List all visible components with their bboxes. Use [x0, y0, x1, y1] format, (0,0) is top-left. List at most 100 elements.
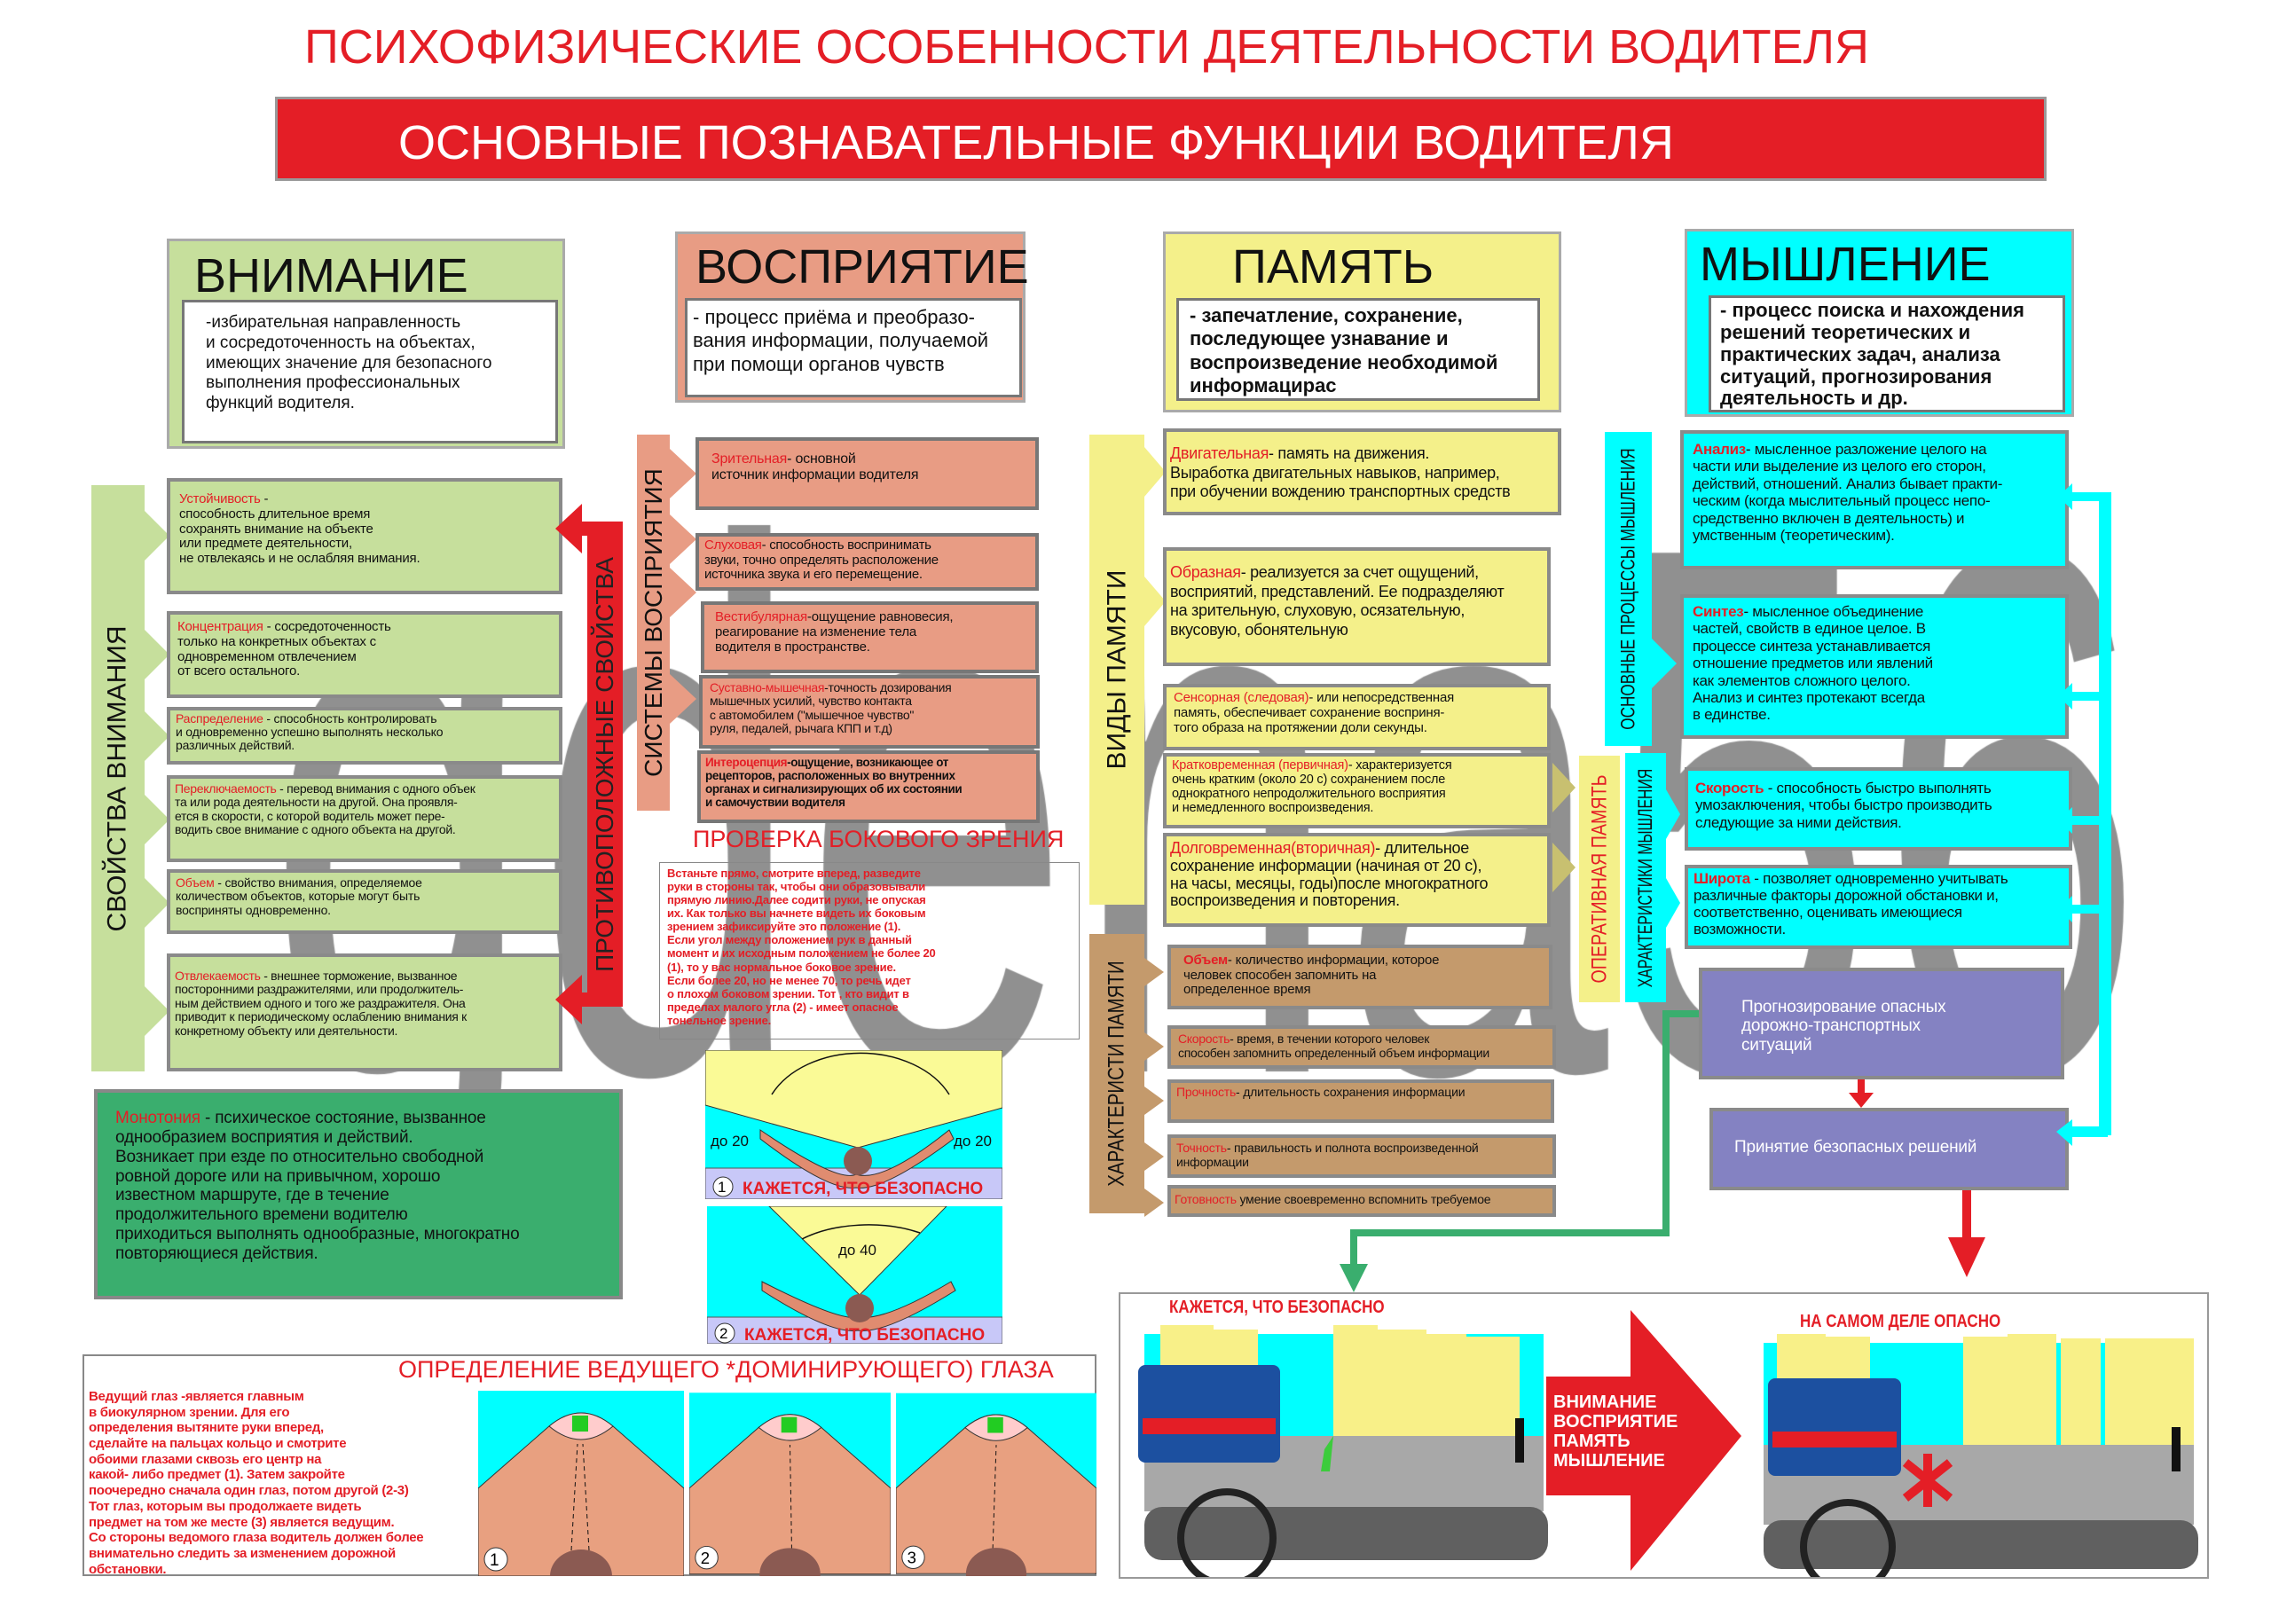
- definition: - психическое состояние, вызванное одноо…: [115, 1109, 520, 1263]
- memory-readiness: Готовность умение своевременно вспомнить…: [1167, 1185, 1556, 1217]
- angle-label-right: до 20: [954, 1133, 992, 1149]
- thinking-title: МЫШЛЕНИЕ: [1700, 238, 1991, 291]
- memory-imagery: Образная- реализуется за счет ощущений, …: [1163, 547, 1551, 666]
- arrow-icon: [670, 449, 696, 498]
- red-arrow-icon: [555, 975, 582, 1024]
- term: Концентрация: [177, 619, 263, 634]
- operative-memory-label: ОПЕРАТИВНАЯ ПАМЯТЬ: [1587, 774, 1611, 984]
- definition: умение своевременно вспомнить требуемое: [1236, 1192, 1491, 1206]
- dominant-eye-title: ОПРЕДЕЛЕНИЕ ВЕДУЩЕГО *ДОМИНИРУЮЩЕГО) ГЛА…: [398, 1356, 1054, 1383]
- image-number: 1: [490, 1551, 499, 1570]
- term: Переключаемость: [175, 781, 277, 796]
- bracket-top: [578, 522, 623, 536]
- perception-visual: Зрительная- основной источник информации…: [695, 437, 1039, 510]
- arrow-icon: [670, 514, 696, 564]
- perception-auditory: Слуховая- способность воспринимать звуки…: [695, 533, 1039, 591]
- diagram-number: 2: [719, 1325, 727, 1342]
- thinking-analysis: Анализ- мысленное разложение целого на ч…: [1680, 430, 2069, 569]
- diagram-caption: КАЖЕТСЯ, ЧТО БЕЗОПАСНО: [743, 1180, 983, 1198]
- forecast-box: Прогнозирование опасных дорожно-транспор…: [1699, 968, 2064, 1079]
- arrow-icon: [1144, 1032, 1164, 1061]
- memory-long-term: Долговременная(вторичная)- длительное со…: [1163, 833, 1551, 927]
- eye-test-image-2: 2: [689, 1393, 891, 1576]
- memory-volume: Объем- количество информации, которое че…: [1167, 945, 1552, 1009]
- poster-title: ПСИХОФИЗИЧЕСКИЕ ОСОБЕННОСТИ ДЕЯТЕЛЬНОСТИ…: [304, 20, 1870, 74]
- attention-switching: Переключаемость - перевод внимания с одн…: [167, 775, 562, 862]
- bracket-bottom: [578, 992, 623, 1007]
- opposite-properties-label: ПРОТИВОПОЛОЖНЫЕ СВОЙСТВА: [591, 556, 619, 972]
- arrow-icon: [1144, 1142, 1164, 1171]
- arrow-icon: [1144, 1087, 1164, 1115]
- term: Устойчивость: [179, 491, 261, 506]
- term: Суставно-мышечная: [710, 680, 825, 694]
- term: Готовность: [1175, 1192, 1237, 1206]
- arrow-icon: [1666, 878, 1680, 928]
- attention-properties-label: СВОЙСТВА ВНИМАНИЯ: [103, 624, 132, 932]
- scene-safe-illustration: [1138, 1325, 1548, 1588]
- image-number: 2: [701, 1549, 710, 1567]
- perception-systems-label: СИСТЕМЫ ВОСПРИЯТИЯ: [639, 468, 667, 777]
- term: Вестибулярная: [715, 609, 807, 624]
- term: Интероцепция: [705, 756, 788, 769]
- arrow-icon: [145, 986, 169, 1036]
- term: Отвлекаемость: [175, 969, 261, 983]
- term: Кратковременная (первичная): [1172, 758, 1348, 773]
- term: Слуховая: [704, 537, 762, 553]
- term: Сенсорная (следовая): [1174, 690, 1309, 705]
- arrow-icon: [145, 795, 169, 844]
- perception-header: ВОСПРИЯТИЕ - процесс приёма и преобразо-…: [675, 231, 1029, 403]
- memory-accuracy: Точность- правильность и полнота воспрои…: [1167, 1134, 1556, 1178]
- memory-types-label: ВИДЫ ПАМЯТИ: [1102, 569, 1131, 770]
- arrow-icon: [1144, 1189, 1164, 1217]
- diagram-caption: КАЖЕТСЯ, ЧТО БЕЗОПАСНО: [744, 1326, 985, 1344]
- arrow-icon: [145, 878, 169, 928]
- term: Широта: [1693, 870, 1750, 887]
- scene-danger-illustration: [1764, 1334, 2198, 1595]
- memory-header: ПАМЯТЬ - запечатление, сохранение, после…: [1163, 231, 1561, 412]
- term: Скорость: [1178, 1032, 1230, 1046]
- attention-stability: Устойчивость - способность длительное вр…: [167, 478, 562, 594]
- thinking-breadth: Широта - позволяет одновременно учитыват…: [1685, 865, 2072, 949]
- attention-concentration: Концентрация - сосредоточенность только …: [167, 611, 562, 698]
- memory-sensory: Сенсорная (следовая)- или непосредственн…: [1163, 684, 1551, 750]
- term: Анализ: [1693, 441, 1746, 458]
- red-arrow-icon: [555, 504, 582, 553]
- angle-label-left: до 20: [711, 1133, 749, 1149]
- forecast-text: Прогнозирование опасных дорожно-транспор…: [1741, 998, 1946, 1055]
- attention-header: ВНИМАНИЕ -избирательная направленность и…: [167, 239, 565, 449]
- dominant-eye-text: Ведущий глаз -является главным в биокуля…: [89, 1389, 424, 1577]
- definition: - мысленное объединение частей, свойств …: [1693, 603, 1933, 724]
- term: Объем: [1183, 953, 1228, 968]
- memory-title: ПАМЯТЬ: [1232, 240, 1434, 294]
- banner-text: ОСНОВНЫЕ ПОЗНАВАТЕЛЬНЫЕ ФУНКЦИИ ВОДИТЕЛЯ: [398, 116, 1674, 169]
- side-vision-text: Встаньте прямо, смотрите вперед, разведи…: [659, 862, 1080, 1040]
- opposite-properties-bar: ПРОТИВОПОЛОЖНЫЕ СВОЙСТВА: [587, 522, 623, 1007]
- term: Долговременная(вторичная): [1170, 839, 1376, 857]
- thinking-processes-bar: ОСНОВНЫЕ ПРОЦЕССЫ МЫШЛЕНИЯ: [1605, 432, 1652, 746]
- arrow-icon: [1552, 763, 1576, 812]
- arrow-icon: [670, 568, 696, 617]
- memory-strength: Прочность- длительность сохранения инфор…: [1167, 1079, 1554, 1123]
- image-number: 3: [908, 1549, 916, 1567]
- term: Объем: [176, 875, 215, 890]
- attention-distribution: Распределение - способность контролирова…: [167, 707, 562, 765]
- attention-distractibility: Отвлекаемость - внешнее торможение, вызв…: [167, 953, 562, 1071]
- term: Зрительная: [711, 451, 788, 467]
- arrow-icon: [1652, 639, 1677, 688]
- memory-types-bar: ВИДЫ ПАМЯТИ: [1089, 435, 1144, 905]
- arrow-icon: [1144, 958, 1164, 986]
- thinking-characteristics-bar: ХАРАКТЕРИСТИКИ МЫШЛЕНИЯ: [1625, 753, 1666, 1002]
- angle-label: до 40: [838, 1242, 876, 1259]
- side-vision-title: ПРОВЕРКА БОКОВОГО ЗРЕНИЯ: [693, 826, 1065, 852]
- thinking-characteristics-label: ХАРАКТЕРИСТИКИ МЫШЛЕНИЯ: [1634, 768, 1657, 987]
- memory-speed: Скорость- время, в течении которого чело…: [1167, 1025, 1556, 1069]
- perception-musculoskeletal: Суставно-мышечная-точность дозирования м…: [699, 675, 1040, 749]
- vision-diagram-image: до 20 до 20 1 КАЖЕТСЯ, ЧТО БЕЗОПАСНО: [704, 1049, 1003, 1200]
- perception-interoception: Интероцепция-ощущение, возникающее от ре…: [697, 750, 1040, 823]
- eye-test-images: 1 2 3: [478, 1391, 1096, 1576]
- memory-short-term: Кратковременная (первичная)- характеризу…: [1163, 753, 1551, 828]
- diagram-number: 1: [718, 1179, 726, 1196]
- thinking-desc: - процесс поиска и нахождения решений те…: [1709, 295, 2065, 412]
